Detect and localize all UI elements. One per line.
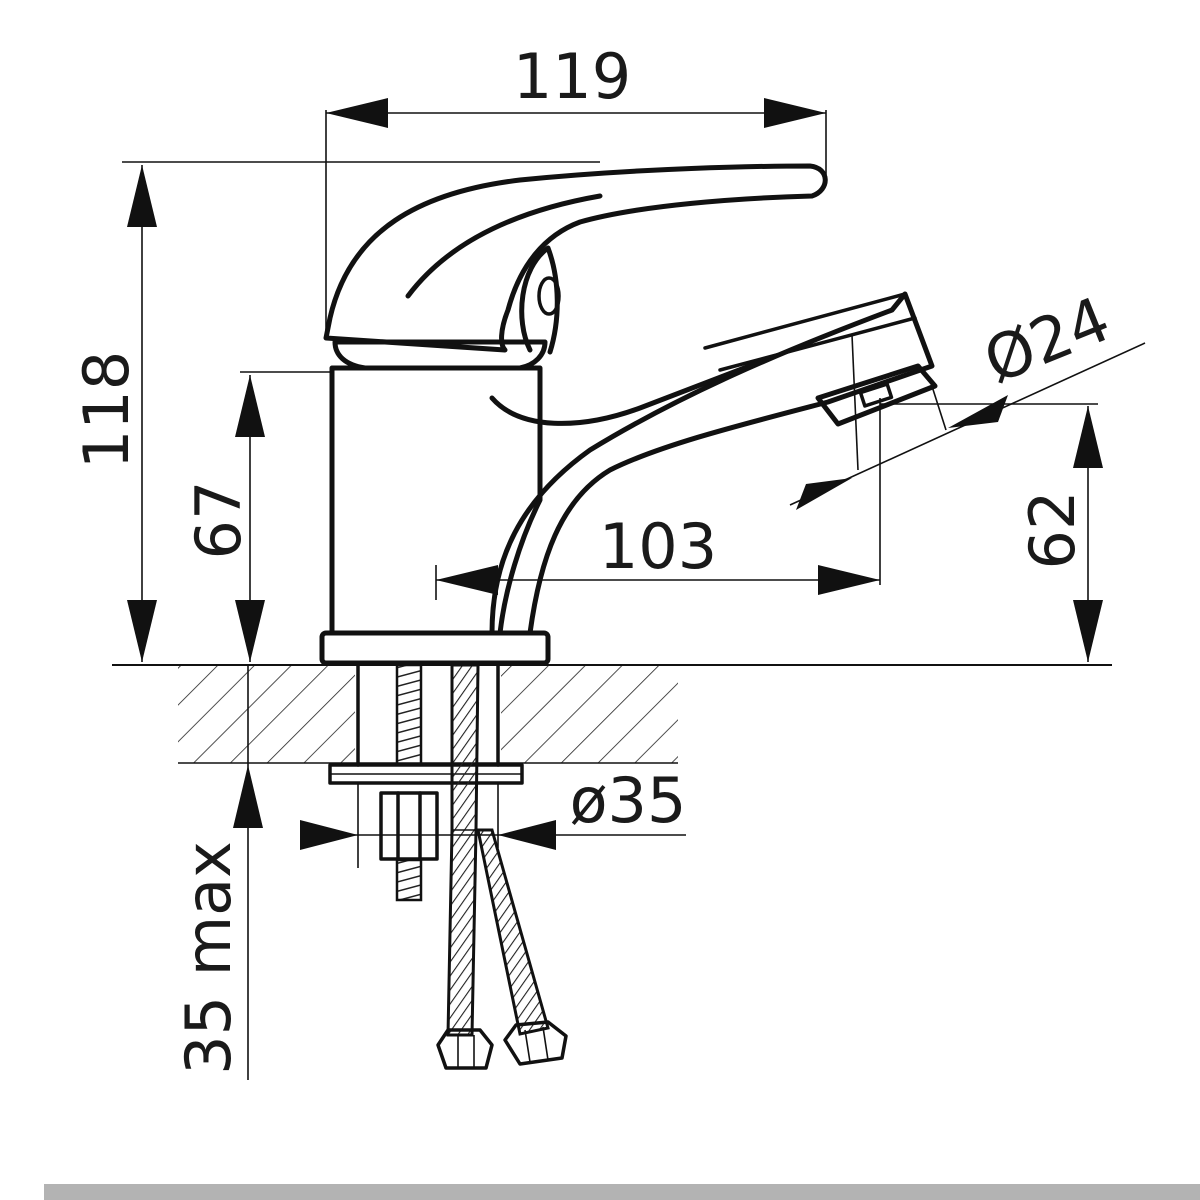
dim-label-overall-width: 119 xyxy=(513,40,631,113)
faucet-spout xyxy=(489,291,938,636)
dim-label-body-height: 67 xyxy=(182,481,255,560)
dim-spout-height: 62 xyxy=(880,403,1103,662)
footer-bar xyxy=(44,1184,1200,1200)
mounting-shank xyxy=(328,663,524,785)
countertop-section xyxy=(178,662,678,766)
faucet-lever-handle xyxy=(323,163,828,426)
dim-label-spout-height: 62 xyxy=(1016,491,1089,570)
dim-label-max-counter-thickness: 35 max xyxy=(172,841,245,1075)
threaded-rod xyxy=(395,663,423,902)
hex-nut xyxy=(379,791,439,861)
dim-overall-width: 119 xyxy=(325,40,827,330)
dim-body-height: 67 xyxy=(182,371,332,662)
dim-spout-reach: 103 xyxy=(435,398,881,600)
dim-label-overall-height: 118 xyxy=(70,351,143,469)
dim-shank-diameter: ø35 xyxy=(300,764,686,868)
supply-hoses xyxy=(436,663,568,1070)
dim-label-shank-diameter: ø35 xyxy=(570,764,687,837)
faucet-base-ring xyxy=(319,630,551,666)
dim-label-spout-reach: 103 xyxy=(599,510,717,583)
dim-label-aerator-diameter: Ø24 xyxy=(974,282,1120,398)
dim-overall-height: 118 xyxy=(70,161,600,662)
faucet-body xyxy=(329,339,548,636)
dim-max-counter-thickness: 35 max xyxy=(172,665,263,1080)
